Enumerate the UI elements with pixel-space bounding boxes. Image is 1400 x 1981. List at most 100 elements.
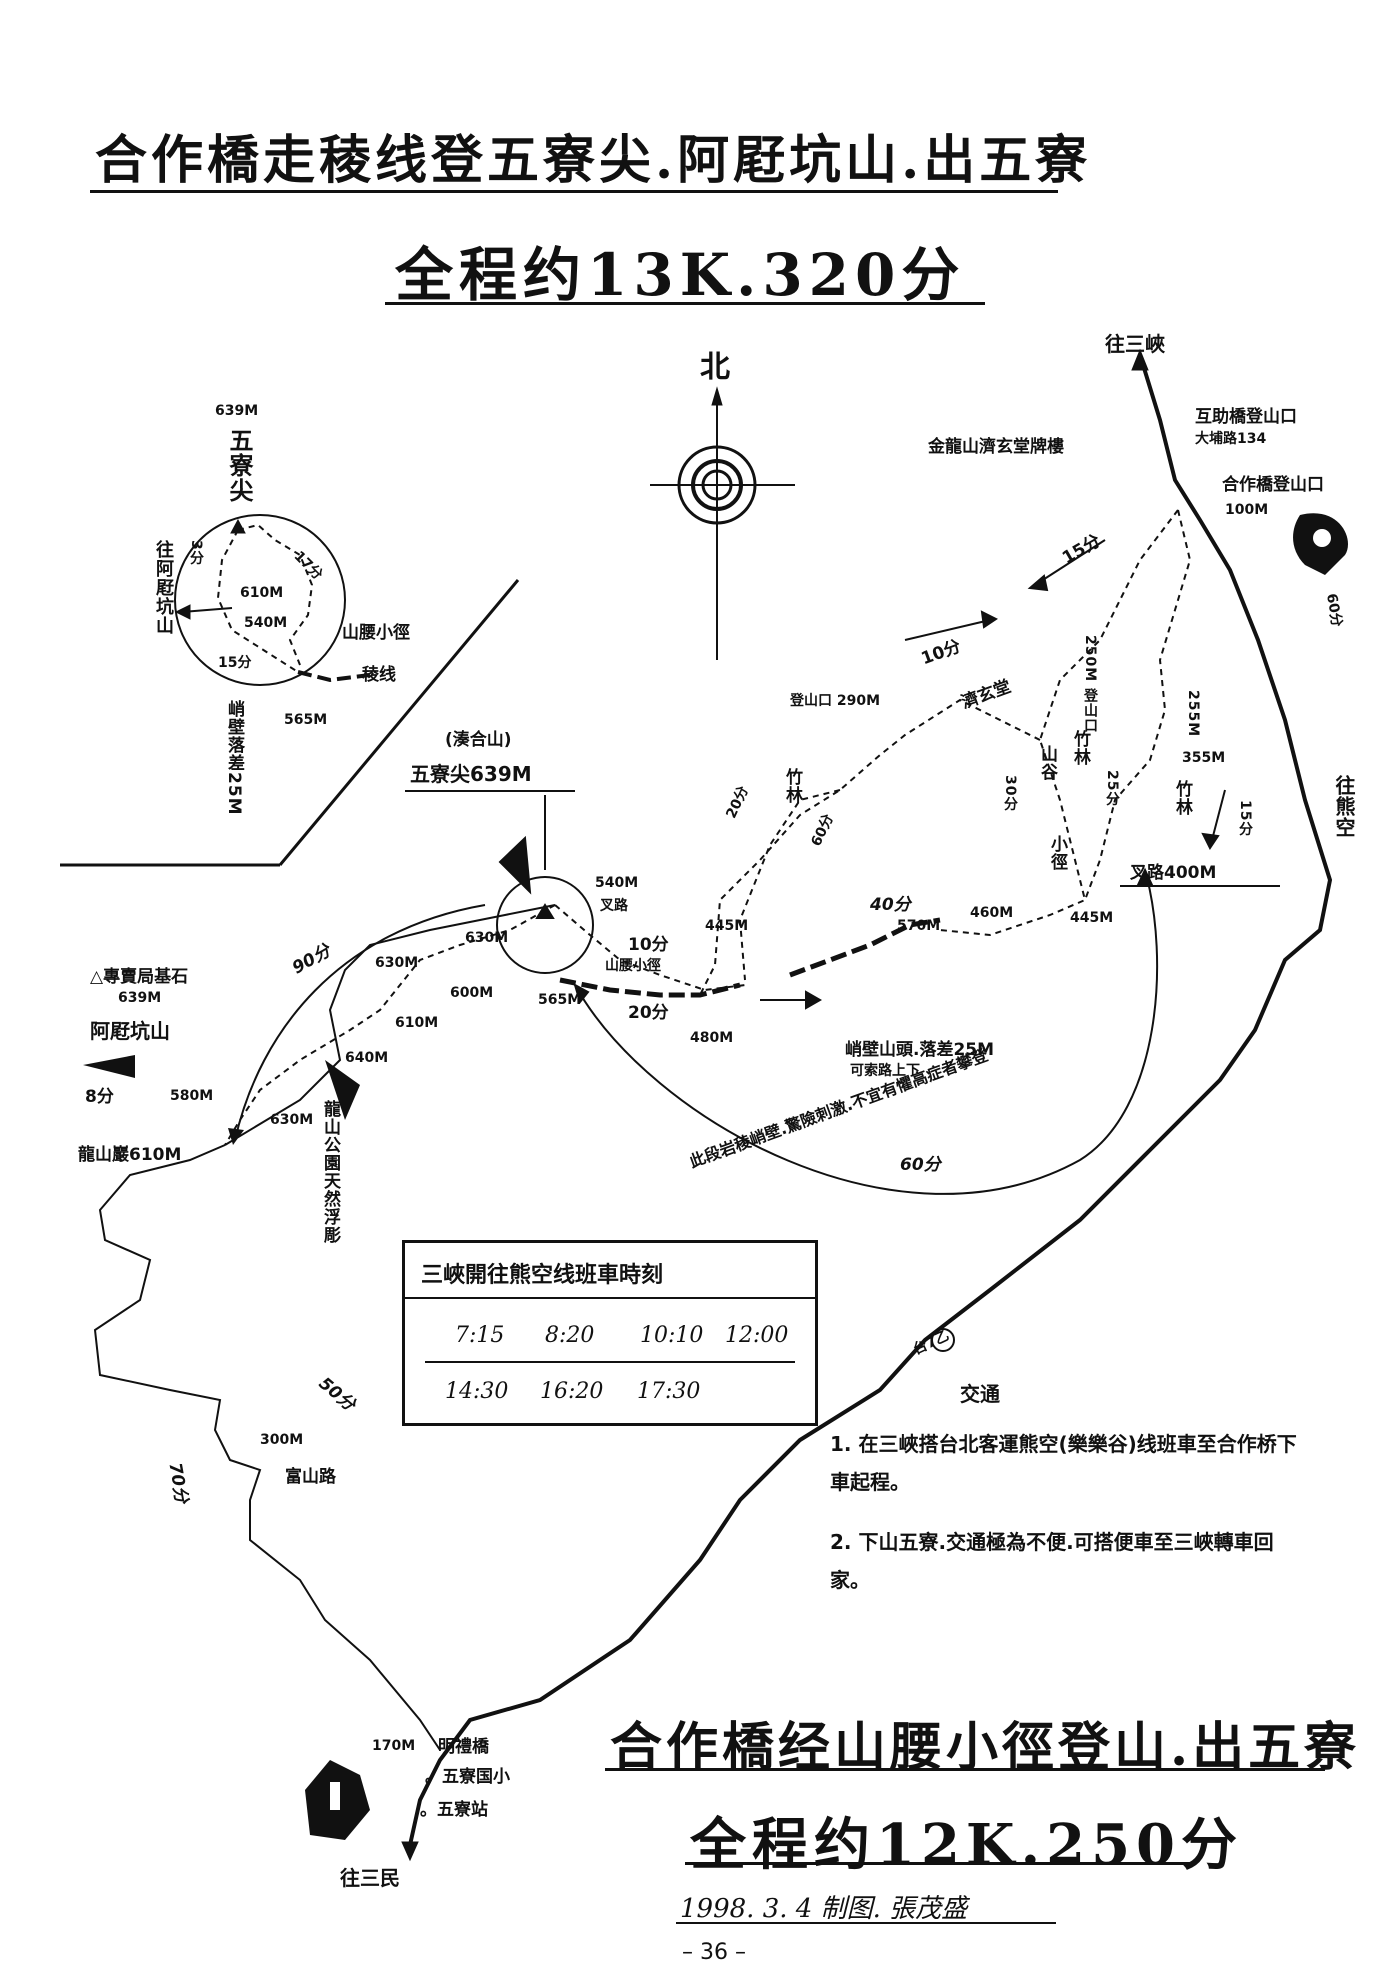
label-bamboo1: 竹林 bbox=[782, 768, 802, 804]
label-m630b: 630M bbox=[465, 930, 509, 946]
label-t40: 40分 bbox=[870, 895, 911, 915]
label-fork: 叉路 bbox=[600, 898, 628, 914]
label-m570: 570M bbox=[897, 918, 941, 934]
label-rope: 可索路上下 bbox=[850, 1063, 920, 1079]
wuliaojian-summit bbox=[496, 795, 594, 974]
label-fork400: 叉路400M bbox=[1130, 863, 1217, 883]
label-bamboo2: 竹林 bbox=[1070, 730, 1090, 766]
label-dengshankou290: 登山口 290M bbox=[790, 693, 881, 709]
label-bamboo3: 竹林 bbox=[1172, 780, 1192, 816]
label-dapu: 大埔路134 bbox=[1195, 431, 1267, 447]
arc-90min-arrow-icon bbox=[228, 1128, 244, 1145]
label-stone: △專賣局基石 bbox=[90, 967, 189, 987]
label-m355: 355M bbox=[1182, 750, 1226, 766]
inset-e565: 565M bbox=[284, 712, 328, 728]
main-road bbox=[401, 348, 1333, 1862]
bus-time: 7:15 bbox=[455, 1323, 505, 1348]
north-label: 北 bbox=[700, 350, 730, 385]
label-t60c: 60分 bbox=[900, 1155, 941, 1175]
label-m445: 445M bbox=[705, 918, 749, 934]
warning-arc bbox=[573, 867, 1159, 1195]
label-huzhu: 互助橋登山口 bbox=[1195, 407, 1297, 427]
route2-total: 全程约12K.250分 bbox=[690, 1812, 1243, 1878]
bus-timetable-title: 三峽開往熊空线班車時刻 bbox=[421, 1263, 664, 1288]
inset-panel bbox=[60, 514, 520, 867]
bus-time: 8:20 bbox=[545, 1323, 595, 1348]
label-mingli: 明禮橋 bbox=[438, 1737, 489, 1757]
label-valley: 山谷 bbox=[1037, 745, 1057, 781]
route1-total-underline bbox=[385, 302, 985, 305]
label-station: 。五寮站 bbox=[420, 1800, 488, 1820]
label-longshan-park: 龍山公園天然浮彫 bbox=[320, 1100, 340, 1244]
wuliaojian-underline bbox=[405, 790, 575, 792]
route1-total: 全程约13K.320分 bbox=[395, 241, 966, 309]
bus-time: 12:00 bbox=[725, 1323, 789, 1348]
label-m460: 460M bbox=[970, 905, 1014, 921]
label-m480: 480M bbox=[690, 1030, 734, 1046]
label-t10b: 10分 bbox=[628, 935, 669, 955]
label-m630a: 630M bbox=[375, 955, 419, 971]
bus-time: 14:30 bbox=[445, 1379, 509, 1404]
credit-underline bbox=[676, 1922, 1056, 1924]
traffic-notes: 1. 在三峽搭台北客運熊空(樂樂谷)线班車至合作桥下車起程。 2. 下山五寮.交… bbox=[830, 1425, 1310, 1599]
label-waist-path: 山腰小徑 bbox=[605, 958, 661, 974]
route2-title-underline bbox=[605, 1768, 1325, 1771]
inset-to-apingkeng: 往阿屘坑山 bbox=[153, 540, 174, 635]
hazard-ridge bbox=[559, 917, 941, 998]
label-m640: 640M bbox=[345, 1050, 389, 1066]
label-t15b: 15分 bbox=[1237, 800, 1253, 837]
inset-waist: 山腰小徑 bbox=[342, 623, 410, 643]
bus-time: 17:30 bbox=[637, 1379, 701, 1404]
label-to-sanmin: 往三民 bbox=[340, 1866, 400, 1890]
route2-title: 合作橋经山腰小徑登山.出五寮 bbox=[610, 1717, 1361, 1778]
traffic-note-1: 1. 在三峽搭台北客運熊空(樂樂谷)线班車至合作桥下車起程。 bbox=[830, 1432, 1297, 1494]
label-school: 。五寮国小 bbox=[425, 1767, 510, 1787]
inset-to-cliff: 峭壁落差25M bbox=[224, 700, 244, 816]
inset-ridge: 稜线 bbox=[362, 665, 396, 685]
label-path: 小徑 bbox=[1047, 835, 1067, 871]
label-cliff: 峭壁山頭.落差25M bbox=[845, 1040, 995, 1060]
label-m540: 540M bbox=[595, 875, 639, 891]
label-hezuo: 合作橋登山口 bbox=[1222, 475, 1324, 495]
inset-peak-name: 五寮尖 bbox=[225, 428, 254, 503]
road-number-badge bbox=[931, 1328, 955, 1352]
time-arrows bbox=[760, 539, 1226, 1010]
river-outline bbox=[93, 904, 556, 1751]
label-m580: 580M bbox=[170, 1088, 214, 1104]
fork400-underline bbox=[1120, 885, 1280, 887]
inset-e540: 540M bbox=[244, 615, 288, 631]
bus-timetable: 三峽開往熊空线班車時刻 7:15 8:20 10:10 12:00 14:30 … bbox=[402, 1240, 818, 1426]
label-fushan: 富山路 bbox=[285, 1467, 336, 1487]
label-m170: 170M bbox=[372, 1738, 416, 1754]
route1-title-underline bbox=[90, 190, 1058, 193]
route2-total-underline bbox=[685, 1862, 1195, 1865]
inset-elev-peak: 639M bbox=[215, 403, 259, 419]
label-dengshankou250: 250M 登山口 bbox=[1082, 635, 1098, 734]
traffic-note-2: 2. 下山五寮.交通極為不便.可搭便車至三峽轉車回家。 bbox=[830, 1530, 1274, 1592]
inset-e610: 610M bbox=[240, 585, 284, 601]
inset-t15: 15分 bbox=[218, 655, 252, 671]
label-m255: 255M bbox=[1185, 690, 1201, 738]
label-t30: 30分 bbox=[1002, 775, 1018, 812]
label-t25: 25分 bbox=[1104, 770, 1120, 807]
label-m100: 100M bbox=[1225, 502, 1269, 518]
route1-title: 合作橋走稜线登五寮尖.阿屘坑山.出五寮 bbox=[95, 130, 1092, 191]
inset-t3: 3分 bbox=[188, 540, 204, 566]
longshan-flag-icon bbox=[325, 1060, 360, 1120]
label-m565: 565M bbox=[538, 992, 582, 1008]
label-wuliaojian-alt: (湊合山) bbox=[445, 730, 512, 750]
label-m445b: 445M bbox=[1070, 910, 1114, 926]
page-number: – 36 – bbox=[682, 1940, 746, 1965]
bus-time: 16:20 bbox=[540, 1379, 604, 1404]
apingkeng-flag-icon bbox=[83, 1055, 135, 1078]
compass-icon bbox=[650, 386, 795, 660]
label-to-sanxia: 往三峽 bbox=[1105, 332, 1165, 356]
label-t8: 8分 bbox=[85, 1087, 114, 1107]
traffic-heading: 交通 bbox=[960, 1382, 1000, 1406]
bus-timetable-rule bbox=[405, 1297, 815, 1299]
label-m300: 300M bbox=[260, 1432, 304, 1448]
label-m600: 600M bbox=[450, 985, 494, 1001]
bus-time: 10:10 bbox=[640, 1323, 704, 1348]
label-to-xiongkong: 往熊空 bbox=[1332, 775, 1356, 838]
arc-90min bbox=[234, 904, 486, 1141]
